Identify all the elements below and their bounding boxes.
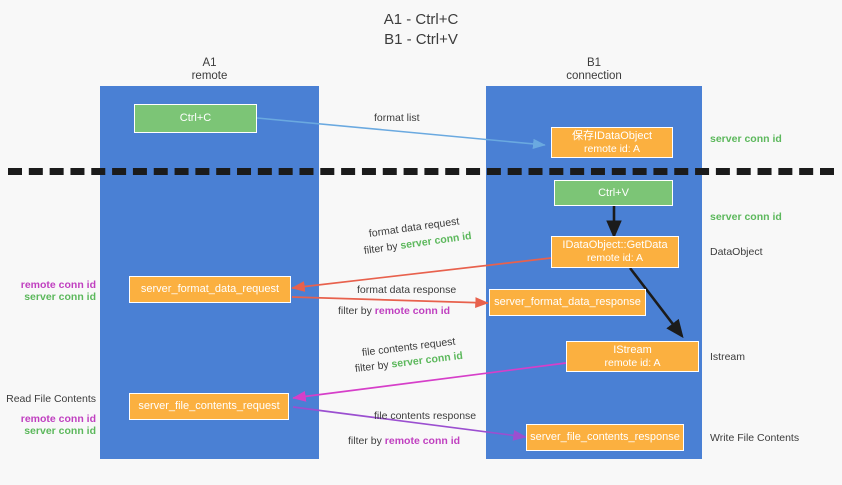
node-server-file-contents-request[interactable]: server_file_contents_request [129, 393, 289, 420]
node-ctrl-v[interactable]: Ctrl+V [554, 180, 673, 206]
annotation-istream: Istream [710, 351, 746, 363]
edge-getdata-to-istream [628, 267, 684, 339]
edge-label-file-contents-response-filter: filter by remote conn id [348, 434, 460, 448]
annotation-read-file-contents: Read File Contents [6, 393, 96, 405]
page-title: A1 - Ctrl+C B1 - Ctrl+V [383, 11, 459, 48]
node-server-format-data-request-label: server_format_data_request [140, 283, 280, 295]
node-getdata[interactable]: IDataObject::GetData remote id: A [551, 236, 679, 268]
annotation-dataobject: DataObject [710, 246, 763, 258]
edge-format-data-request [291, 257, 552, 292]
node-istream-line2: remote id: A [604, 356, 661, 369]
edge-file-contents-request [292, 362, 567, 402]
edge-format-list [256, 117, 546, 149]
node-save-idataobject-line2: remote id: A [583, 142, 641, 155]
edge-file-contents-response [292, 406, 527, 441]
node-server-file-contents-response-label: server_file_contents_response [530, 431, 680, 443]
annotation-write-file-contents: Write File Contents [710, 432, 800, 444]
node-istream[interactable]: IStream remote id: A [566, 341, 699, 372]
node-save-idataobject[interactable]: 保存IDataObject remote id: A [551, 127, 673, 158]
edge-label-format-list: format list [374, 112, 420, 124]
node-server-file-contents-request-label: server_file_contents_request [138, 400, 280, 412]
annotation-server-conn-id-2: server conn id [24, 425, 96, 437]
node-ctrl-c[interactable]: Ctrl+C [134, 104, 257, 133]
node-server-file-contents-response[interactable]: server_file_contents_response [526, 424, 684, 451]
annotation-server-conn-id-mid: server conn id [710, 211, 782, 223]
edge-label-format-data-response-filter: filter by remote conn id [338, 304, 450, 318]
filter-prefix: filter by [338, 305, 375, 317]
annotation-server-conn-id-1: server conn id [24, 291, 96, 303]
lane-header-a1: A1 remote [191, 57, 228, 82]
filter-value-remote-conn-id: remote conn id [374, 305, 451, 317]
phase-divider [8, 168, 834, 175]
annotation-remote-conn-id-2: remote conn id [20, 413, 96, 425]
lane-header-b1: B1 connection [566, 57, 622, 82]
filter-value-remote-conn-id: remote conn id [384, 435, 461, 447]
node-ctrl-v-label: Ctrl+V [598, 186, 629, 199]
filter-prefix: filter by [348, 435, 385, 447]
edge-label-format-data-response: format data response [357, 284, 457, 296]
node-ctrl-c-label: Ctrl+C [179, 112, 212, 124]
node-server-format-data-response-label: server_format_data_response [494, 296, 641, 308]
node-server-format-data-response[interactable]: server_format_data_response [489, 289, 646, 316]
node-getdata-line2: remote id: A [586, 252, 644, 264]
node-getdata-line1: IDataObject::GetData [562, 239, 668, 251]
node-server-format-data-request[interactable]: server_format_data_request [129, 276, 291, 303]
node-istream-line1: IStream [613, 343, 652, 356]
annotation-remote-conn-id-1: remote conn id [20, 279, 96, 291]
edge-format-data-response [291, 296, 489, 309]
edge-label-file-contents-response: file contents response [374, 410, 477, 422]
node-save-idataobject-line1: 保存IDataObject [571, 129, 653, 142]
annotation-server-conn-id-top: server conn id [710, 133, 782, 145]
